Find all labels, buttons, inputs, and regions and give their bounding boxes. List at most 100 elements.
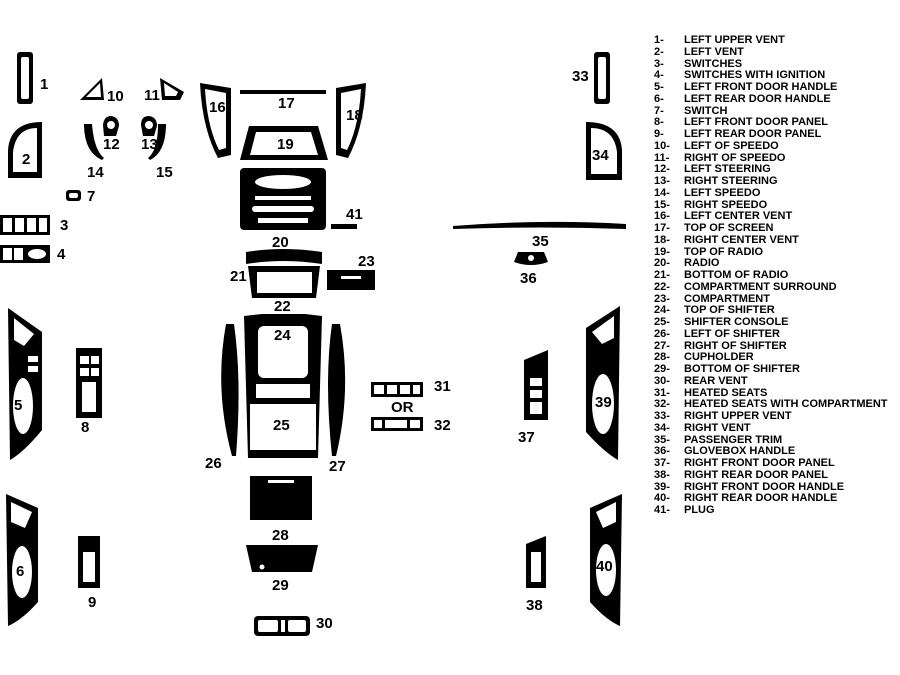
part-27-right-of-shifter — [328, 324, 346, 456]
legend-item-name: GLOVEBOX HANDLE — [684, 445, 796, 458]
legend-item: 38-RIGHT REAR DOOR PANEL — [654, 468, 900, 482]
callout-20: 20 — [272, 234, 289, 251]
legend-item-number: 3- — [654, 57, 664, 70]
legend-item-name: COMPARTMENT — [684, 292, 770, 305]
legend-item: 27- RIGHT OF SHIFTER — [654, 339, 900, 353]
legend-item: 26- LEFT OF SHIFTER — [654, 327, 900, 341]
callout-12: 12 — [103, 136, 120, 153]
callout-41: 41 — [346, 206, 363, 223]
legend-item-number: 2- — [654, 45, 664, 58]
legend-item-number: 30- — [654, 374, 670, 387]
callout-32: 32 — [434, 417, 451, 434]
legend-item-number: 41- — [654, 504, 670, 516]
legend-item-number: 35- — [654, 433, 670, 446]
callout-36: 36 — [520, 270, 537, 287]
legend-item: 35-PASSENGER TRIM — [654, 433, 900, 447]
legend-item-number: 25- — [654, 316, 670, 328]
legend-item: 7- SWITCH — [654, 104, 900, 118]
part-24-25-shifter-console — [244, 314, 322, 458]
legend-item-number: 14- — [654, 186, 670, 199]
legend-item: 33-RIGHT UPPER VENT — [654, 410, 900, 423]
part-18-right-center-vent — [336, 83, 366, 158]
callout-33: 33 — [572, 68, 589, 85]
part-19-top-of-radio — [240, 126, 328, 160]
legend-item-number: 6- — [654, 92, 664, 105]
legend-item: 20-RADIO — [654, 257, 900, 270]
legend-item-name: TOP OF RADIO — [684, 245, 764, 258]
part-16-left-center-vent — [200, 83, 231, 158]
legend-item-name: LEFT REAR DOOR PANEL — [684, 128, 822, 140]
part-38-right-rear-door-panel — [526, 536, 546, 588]
part-31-heated-seats — [371, 382, 423, 397]
part-34-right-vent — [586, 122, 622, 180]
legend-item-number: 26- — [654, 327, 670, 340]
part-35-passenger-trim — [453, 221, 626, 229]
callout-30: 30 — [316, 615, 333, 632]
legend-item: 17- TOP OF SCREEN — [654, 222, 900, 235]
legend-item-name: SWITCH — [684, 104, 728, 117]
callout-40: 40 — [596, 558, 613, 575]
part-23-compartment — [327, 270, 375, 290]
callout-21: 21 — [230, 268, 247, 285]
legend-item: 36-GLOVEBOX HANDLE — [654, 445, 900, 458]
callout-39: 39 — [595, 394, 612, 411]
part-14-left-speedo — [84, 124, 104, 160]
legend-item-number: 27- — [654, 339, 670, 352]
legend-item-number: 10- — [654, 139, 670, 152]
legend-item-number: 7- — [654, 104, 664, 117]
legend-item-name: HEATED SEATS — [684, 386, 768, 399]
part-22-compartment-surround — [248, 266, 320, 298]
legend-item-name: LEFT UPPER VENT — [684, 34, 785, 46]
callout-5: 5 — [14, 397, 22, 414]
legend-item-number: 19- — [654, 245, 670, 258]
callout-3: 3 — [60, 217, 68, 234]
legend-item-name: LEFT STEERING — [684, 163, 771, 176]
legend-item: 39-RIGHT FRONT DOOR HANDLE — [654, 480, 900, 494]
part-12-left-steering — [103, 116, 119, 136]
legend-item-number: 22- — [654, 280, 670, 293]
legend-item: 19- TOP OF RADIO — [654, 245, 900, 259]
legend-item: 3- SWITCHES — [654, 57, 900, 71]
legend-item-number: 9- — [654, 128, 664, 140]
part-4-switches-ignition — [0, 245, 50, 263]
legend-item-number: 1- — [654, 34, 664, 46]
callout-28: 28 — [272, 527, 289, 544]
legend-item-name: TOP OF SCREEN — [684, 222, 774, 234]
legend-item: 13-RIGHT STEERING — [654, 175, 900, 188]
legend-item: 18-RIGHT CENTER VENT — [654, 233, 900, 247]
part-13-right-steering — [141, 116, 157, 136]
callout-9: 9 — [88, 594, 96, 611]
callout-13: 13 — [141, 136, 158, 153]
legend-item-number: 38- — [654, 468, 670, 481]
legend-item-name: REAR VENT — [684, 374, 748, 387]
legend-item-name: SWITCHES — [684, 57, 743, 70]
legend-item-name: RIGHT FRONT DOOR HANDLE — [684, 480, 845, 493]
legend-item-name: LEFT OF SHIFTER — [684, 327, 780, 340]
legend-item-name: RIGHT VENT — [684, 421, 751, 434]
callout-6: 6 — [16, 563, 24, 580]
callout-23: 23 — [358, 253, 375, 270]
legend-item: 10-LEFT OF SPEEDO — [654, 139, 900, 153]
part-30-rear-vent — [254, 616, 310, 636]
legend-item-number: 17- — [654, 222, 670, 234]
callout-34: 34 — [592, 147, 609, 164]
legend-item-name: HEATED SEATS WITH COMPARTMENT — [684, 398, 888, 411]
legend-item: 28-CUPHOLDER — [654, 351, 900, 364]
legend-item-number: 5- — [654, 81, 664, 93]
legend-item: 34- RIGHT VENT — [654, 421, 900, 435]
legend-item-number: 13- — [654, 175, 670, 187]
legend-item: 23-COMPARTMENT — [654, 292, 900, 306]
legend-item-name: RIGHT OF SHIFTER — [684, 339, 787, 352]
part-9-left-rear-door-panel — [78, 536, 100, 588]
part-39-right-front-door-handle — [586, 306, 620, 460]
legend-item-number: 34- — [654, 421, 670, 434]
legend-item-number: 40- — [654, 492, 670, 505]
legend-item-name: RADIO — [684, 257, 720, 270]
legend-item-number: 31- — [654, 386, 670, 399]
part-36-glovebox-handle — [514, 252, 548, 265]
legend-item-name: RIGHT REAR DOOR HANDLE — [684, 492, 838, 505]
part-32-heated-seats-compartment — [371, 417, 423, 431]
legend-item-name: RIGHT CENTER VENT — [684, 233, 799, 246]
callout-38: 38 — [526, 597, 543, 614]
